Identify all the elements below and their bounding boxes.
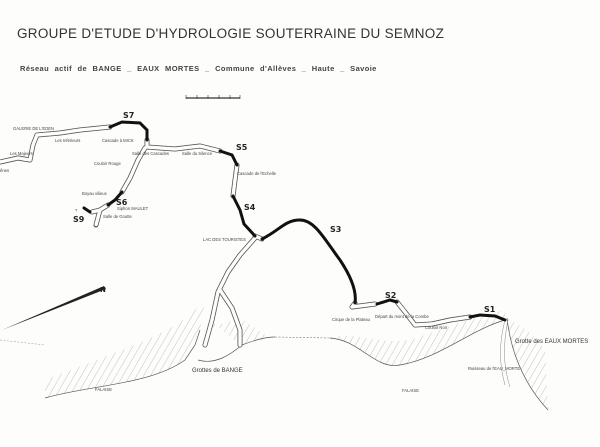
sump-label-s3: S3 [330,225,341,234]
label-galerie-eden: GALERIE DE L'EDEN [13,126,54,131]
label-ruisseau: Ruisseau de l'EAU_MORTE [468,366,520,371]
label-couloir-rouge: Couloir Rouge [94,161,121,166]
label-couloir-noir: Couloir Noir [425,325,448,330]
north-label: N [100,286,106,294]
label-lac-touristes: LAC DES TOURISTES [203,237,246,242]
label-salle-gouttes: Salle de Goutte [103,214,133,219]
sump-label-s2: S2 [385,291,396,300]
label-les-inferieurs: Les Inférieurs [55,138,80,143]
sump-label-s5: S5 [236,143,248,152]
sump-label-s9: S9 [73,215,85,224]
sump-label-s7: S7 [123,111,134,120]
label-west-end: ênes [0,168,9,173]
cave-passages [0,124,473,348]
sump-s4 [231,194,257,238]
label-grotte-eaux-mortes: Grotte des EAUX MORTES [515,339,588,345]
label-siphon-maulet: Siphon MAULET [117,206,149,211]
label-falaise-west: FALAISE [95,387,112,392]
scale-bar [185,95,241,99]
sump-segments [82,120,507,322]
sump-s6 [106,190,124,207]
label-falaise-east: FALAISE [402,388,419,393]
sump-label-s4: S4 [244,203,256,212]
label-cascade-mick: Cascade à MICK [102,138,134,143]
map-title: GROUPE D'ETUDE D'HYDROLOGIE SOUTERRAINE … [17,26,445,41]
label-cirque-plateau: Cirque de la Plateau [332,317,371,322]
label-cascade-echelle: Cascade de l'Echelle [237,171,277,176]
sump-s2 [375,298,399,306]
sump-label-s6: S6 [116,198,128,207]
sump-s9 [82,206,92,214]
label-salle-silence: Salle du Silence [182,151,213,156]
north-arrow: N [2,286,106,330]
label-salle-cascades: Salle des Cascades [132,151,169,156]
map-subtitle: Réseau actif de BANGE _ EAUX MORTES _ Co… [20,64,377,73]
sump-s1 [468,313,507,322]
sump-s3 [260,218,357,305]
label-boyau-vilieux: Boyau vilieux [82,191,108,196]
label-grottes-bange: Grottes de BANGE [192,368,243,374]
label-depart-combe: Départ du mont de la Combe [375,314,429,319]
sump-label-s1: S1 [484,305,496,314]
sump-s5 [218,149,239,167]
label-question: ? [75,208,78,213]
label-les-majeurs: Les Majeurs [10,151,33,156]
cliff-hatching [0,300,549,411]
sump-s7 [108,120,149,142]
